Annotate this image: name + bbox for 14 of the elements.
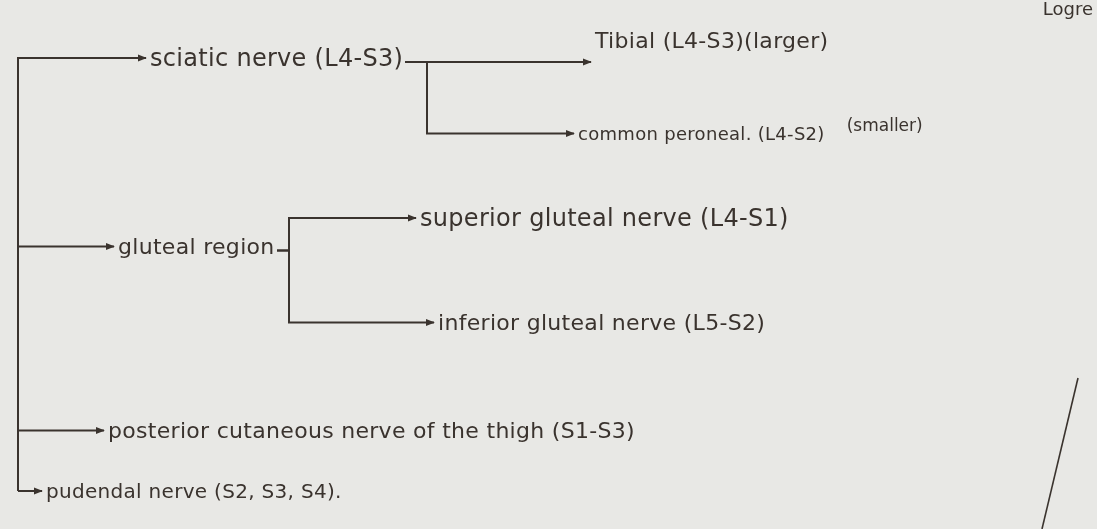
note-text: Logre <box>1042 0 1093 19</box>
arrow <box>276 249 435 327</box>
arrow <box>17 487 43 495</box>
note-text: (smaller) <box>846 115 923 135</box>
arrow <box>404 61 575 138</box>
nerve-label: inferior gluteal nerve (L5-S2) <box>438 309 766 335</box>
nerve-label: gluteal region <box>118 233 275 259</box>
nerve-label: posterior cutaneous nerve of the thigh (S1-S3) <box>108 417 635 443</box>
nerve-label: sciatic nerve (L4-S3) <box>150 44 404 72</box>
nerve-label: superior gluteal nerve (L4-S1) <box>420 204 789 232</box>
nerve-label: common peroneal. (L4-S2) <box>578 122 825 144</box>
nerve-label: Tibial (L4-S3)(larger) <box>595 27 829 53</box>
nerve-label: pudendal nerve (S2, S3, S4). <box>46 479 342 503</box>
arrow <box>17 426 105 492</box>
